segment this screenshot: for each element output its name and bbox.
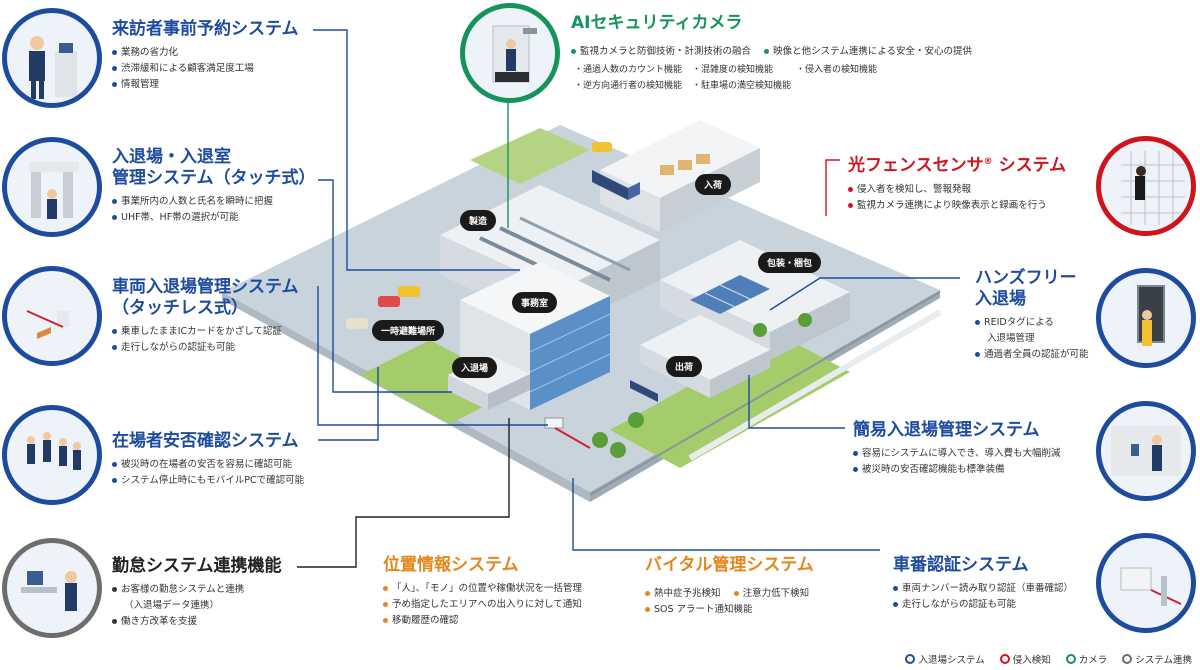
bullet: REIDタグによる [975,315,1089,331]
bullet: 予め指定したエリアへの出入りに対して通知 [383,597,582,613]
bullet: 映像と他システム連携による安全・安心の提供 [764,44,972,60]
bullet: 容易にシステムに導入でき、導入費も大幅削減 [853,446,1061,462]
simple-system-bullets: 容易にシステムに導入でき、導入費も大幅削減 被災時の安否確認機能も標準装備 [853,446,1061,478]
vehicle-gate-image [2,266,102,366]
fence-system-title: 光フェンスセンサ® システム [848,155,1067,176]
vital-system-title: バイタル管理システム [645,555,814,575]
plate-recognition-image [1096,533,1196,633]
legend-item: カメラ [1065,652,1107,666]
bullet: 侵入者を検知し、警報発報 [848,182,1066,198]
simple-system-title: 簡易入退場管理システム [853,420,1040,440]
legend: 入退場システム 侵入検知 カメラ システム連携 [893,652,1192,666]
bullet-continuation: （入退場データ連携） [124,600,220,611]
safety-system-bullets: 被災時の在場者の安否を容易に確認可能 システム停止時にもモバイルPCで確認可能 [112,457,304,489]
bullet: お客様の勤怠システムと連携 [112,582,282,598]
bullet: 監視カメラ連携により映像表示と録画を行う [848,198,1066,214]
ring-icon [1065,654,1076,664]
area-tag-shukka: 出荷 [666,356,703,377]
ring-icon [905,654,916,664]
area-tag-nyuka: 入荷 [695,174,732,195]
lawn [610,335,850,468]
ai-camera-image [460,3,560,103]
plate-recognition-system: 車番認証システム 車両ナンバー読み取り認証（車番確認） 走行しながらの認証も可能 [893,555,1073,613]
bullet: 乗車したままICカードをかざして認証 [112,324,299,340]
area-tag-seizo: 製造 [460,210,497,231]
camera-feature: ・駐車場の満空検知機能 [692,81,792,91]
bullet: 車両ナンバー読み取り認証（車番確認） [893,581,1073,597]
bullet: 走行しながらの認証も可能 [893,597,1073,613]
plate-system-bullets: 車両ナンバー読み取り認証（車番確認） 走行しながらの認証も可能 [893,581,1073,613]
handsfree-system-title: ハンズフリー 入退場 [975,268,1077,309]
bullet: 注意力低下検知 [733,586,809,602]
handsfree-entry-system: ハンズフリー 入退場 REIDタグによる 入退場管理 通過者全員の認証が可能 [975,268,1089,363]
area-tag-nyujo: 入退場 [452,357,498,378]
attendance-office-image [2,538,102,638]
location-system: 位置情報システム 「人」、「モノ」の位置や稼働状況を一括管理 予め指定したエリア… [383,555,582,629]
location-system-title: 位置情報システム [383,555,519,575]
bullet: 通過者全員の認証が可能 [975,347,1089,363]
safety-check-image [2,405,102,505]
simple-entry-system: 簡易入退場管理システム 容易にシステムに導入でき、導入費も大幅削減 被災時の安否… [853,420,1061,478]
vehicle-entry-system: 車両入退場管理システム （タッチレス式） 乗車したままICカードをかざして認証 … [112,277,299,356]
bullet: 渋滞緩和による顧客満足度工場 [112,61,299,77]
area-tag-housou: 包装・梱包 [758,252,822,273]
bullet: 移動履歴の確認 [383,613,582,629]
bullet-continuation: 入退場管理 [987,333,1035,344]
attendance-bullets: お客様の勤怠システムと連携 （入退場データ連携） 働き方改革を支援 [112,582,282,630]
bullet: 働き方改革を支援 [112,614,282,630]
vital-system: バイタル管理システム 熱中症予兆検知 注意力低下検知 SOS アラート通知機能 [645,555,814,618]
attendance-integration: 勤怠システム連携機能 お客様の勤怠システムと連携 （入退場データ連携） 働き方改… [112,556,282,630]
handsfree-gate-image [1096,268,1196,368]
attendance-title: 勤怠システム連携機能 [112,556,282,576]
camera-system-title: AIセキュリティカメラ [571,13,743,33]
bullet: 被災時の在場者の安否を容易に確認可能 [112,457,304,473]
touch-system-title: 入退場・入退室 管理システム（タッチ式） [112,147,316,188]
safety-confirmation-system: 在場者安否確認システム 被災時の在場者の安否を容易に確認可能 システム停止時にも… [112,431,304,489]
bullet: 走行しながらの認証も可能 [112,340,299,356]
bullet: 情報管理 [112,77,299,93]
bullet: システム停止時にもモバイルPCで確認可能 [112,473,304,489]
legend-item: 入退場システム [905,652,985,666]
vital-system-bullets: 熱中症予兆検知 注意力低下検知 SOS アラート通知機能 [645,581,814,618]
vehicle-system-bullets: 乗車したままICカードをかざして認証 走行しながらの認証も可能 [112,324,299,356]
ai-security-camera-system: AIセキュリティカメラ 監視カメラと防御技術・計測技術の融合 映像と他システム連… [571,13,972,60]
visitor-reservation-system: 来訪者事前予約システム 業務の省力化 渋滞緩和による顧客満足度工場 情報管理 [112,19,299,93]
area-tag-jimusho: 事務室 [512,292,558,313]
camera-feature: ・逆方向通行者の検知機能 [574,81,683,91]
touch-gate-image [2,137,102,237]
legend-item: システム連携 [1122,652,1192,666]
bullet: 監視カメラと防御技術・計測技術の融合 [571,44,751,60]
ring-icon [999,654,1010,664]
bullet: 「人」、「モノ」の位置や稼働状況を一括管理 [383,581,582,597]
optical-fence-image [1096,136,1196,236]
camera-system-bullets: 監視カメラと防御技術・計測技術の融合 映像と他システム連携による安全・安心の提供 [571,39,972,60]
fence-system-bullets: 侵入者を検知し、警報発報 監視カメラ連携により映像表示と録画を行う [848,182,1066,214]
touch-entry-system: 入退場・入退室 管理システム（タッチ式） 事業所内の人数と氏名を瞬時に把握 UH… [112,147,316,226]
area-tag-hinan: 一時避難場所 [372,320,445,341]
vehicle-system-title: 車両入退場管理システム （タッチレス式） [112,277,299,318]
camera-feature: ・侵入者の検知機能 [796,65,878,75]
handsfree-system-bullets: REIDタグによる 入退場管理 通過者全員の認証が可能 [975,315,1089,363]
bullet: 熱中症予兆検知 [645,586,721,602]
camera-feature: ・混雑度の検知機能 [692,65,774,75]
bullet: 業務の省力化 [112,45,299,61]
optical-fence-system: 光フェンスセンサ® システム 侵入者を検知し、警報発報 監視カメラ連携により映像… [848,152,1066,214]
touch-system-bullets: 事業所内の人数と氏名を瞬時に把握 UHF帯、HF帯の選択が可能 [112,194,316,226]
camera-feature: ・通過人数のカウント機能 [574,65,683,75]
ring-icon [1122,654,1133,664]
location-system-bullets: 「人」、「モノ」の位置や稼働状況を一括管理 予め指定したエリアへの出入りに対して… [383,581,582,629]
plate-system-title: 車番認証システム [893,555,1029,575]
legend-item: 侵入検知 [999,652,1051,666]
visitor-system-title: 来訪者事前予約システム [112,19,299,39]
visitor-reception-image [2,8,102,108]
bullet: 事業所内の人数と氏名を瞬時に把握 [112,194,316,210]
bullet: UHF帯、HF帯の選択が可能 [112,210,316,226]
safety-system-title: 在場者安否確認システム [112,431,299,451]
simple-entry-image [1096,401,1196,501]
bullet: SOS アラート通知機能 [645,602,814,618]
visitor-system-bullets: 業務の省力化 渋滞緩和による顧客満足度工場 情報管理 [112,45,299,93]
bullet: 被災時の安否確認機能も標準装備 [853,462,1061,478]
